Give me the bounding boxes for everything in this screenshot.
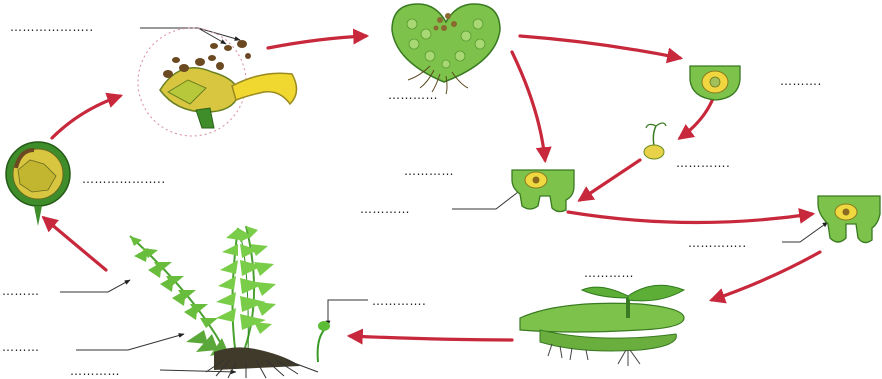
label-sporangium: ………………..: [82, 172, 166, 186]
sperm-illustration: [644, 123, 666, 159]
egg-cell-structure-illustration: [512, 170, 574, 212]
sporangium-illustration: [6, 142, 70, 226]
arrow-sporangium-to-spore-release: [52, 96, 120, 138]
zygote-structure-illustration: [818, 196, 880, 243]
arrow-young-plant-to-sprout: [350, 336, 512, 340]
label-sperm: ………….: [676, 156, 730, 170]
label-rhizome: …………: [70, 364, 120, 378]
label-archegonium-top: ……….: [780, 74, 822, 88]
arrow-gametophyte-to-archegonium: [520, 36, 680, 58]
gametophyte-prothallus-illustration: [392, 4, 500, 94]
young-sporophyte-illustration: [520, 285, 684, 366]
label-zygote: …………..: [688, 236, 747, 250]
label-antheridium: …………: [360, 202, 410, 216]
arrow-zygote-to-young-plant: [712, 252, 820, 300]
label-gametophyte: …………: [388, 88, 438, 102]
spore-release-illustration: [138, 28, 297, 136]
arrow-archegonium-to-sperm: [680, 96, 714, 138]
arrow-egg-to-zygote: [568, 212, 812, 223]
arrow-sperm-to-egg: [580, 160, 640, 200]
arrow-spores-to-gametophyte: [268, 36, 366, 48]
label-frond: ………: [2, 284, 40, 298]
label-spores: ………………..: [10, 20, 94, 34]
archegonium-illustration-top: [690, 66, 740, 100]
label-egg-cell: …………: [404, 164, 454, 178]
label-sprout: ………….: [372, 294, 426, 308]
mature-fern-sporophyte-illustration: [130, 226, 330, 378]
arrow-gametophyte-to-antheridium: [512, 52, 545, 160]
arrow-sporophyte-to-sporangium: [44, 218, 106, 270]
label-young-sporophyte: …………: [584, 266, 634, 280]
label-sori: ………: [2, 340, 40, 354]
